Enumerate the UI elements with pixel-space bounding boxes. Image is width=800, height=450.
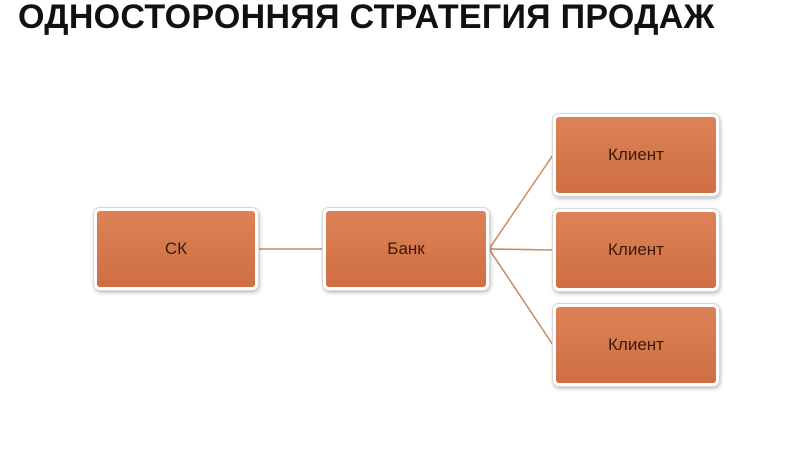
node-client-1-label: Клиент (608, 145, 664, 164)
slide-title: ОДНОСТОРОННЯЯ СТРАТЕГИЯ ПРОДАЖ (18, 0, 715, 36)
node-client-3-label: Клиент (608, 335, 664, 354)
node-client-2: Клиент (553, 209, 719, 291)
node-client-3: Клиент (553, 304, 719, 386)
node-sk-label: СК (164, 239, 188, 258)
connector-bank-client-3 (488, 248, 554, 346)
connector-bank-client-1 (488, 154, 554, 250)
node-sk: СК (94, 208, 258, 290)
node-bank: Банк (323, 208, 489, 290)
connector-bank-client-2 (488, 248, 554, 251)
node-client-2-label: Клиент (608, 240, 664, 259)
node-bank-label: Банк (387, 239, 425, 258)
node-client-1: Клиент (553, 114, 719, 196)
